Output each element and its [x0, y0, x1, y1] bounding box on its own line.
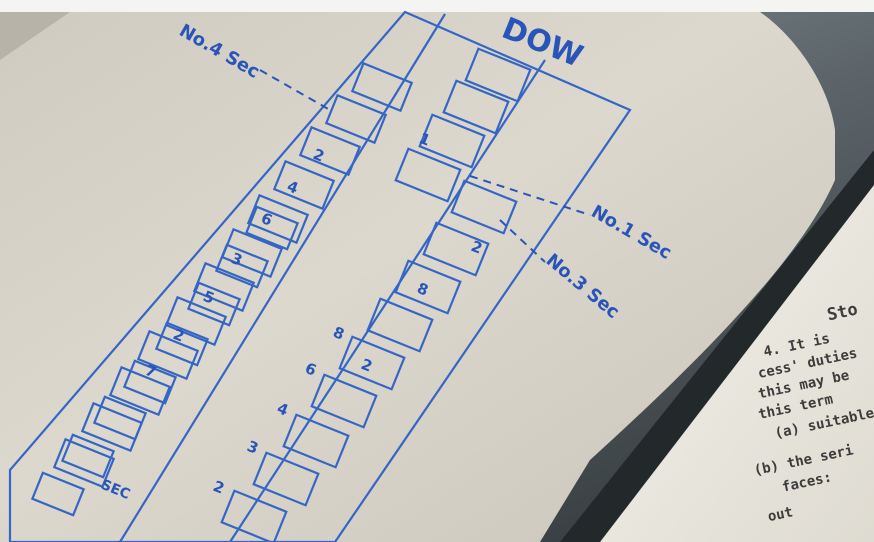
notebook-photo: Sto 4. It is cess' duties this may be th…: [0, 0, 874, 542]
notebook-scene: Sto 4. It is cess' duties this may be th…: [0, 0, 874, 542]
